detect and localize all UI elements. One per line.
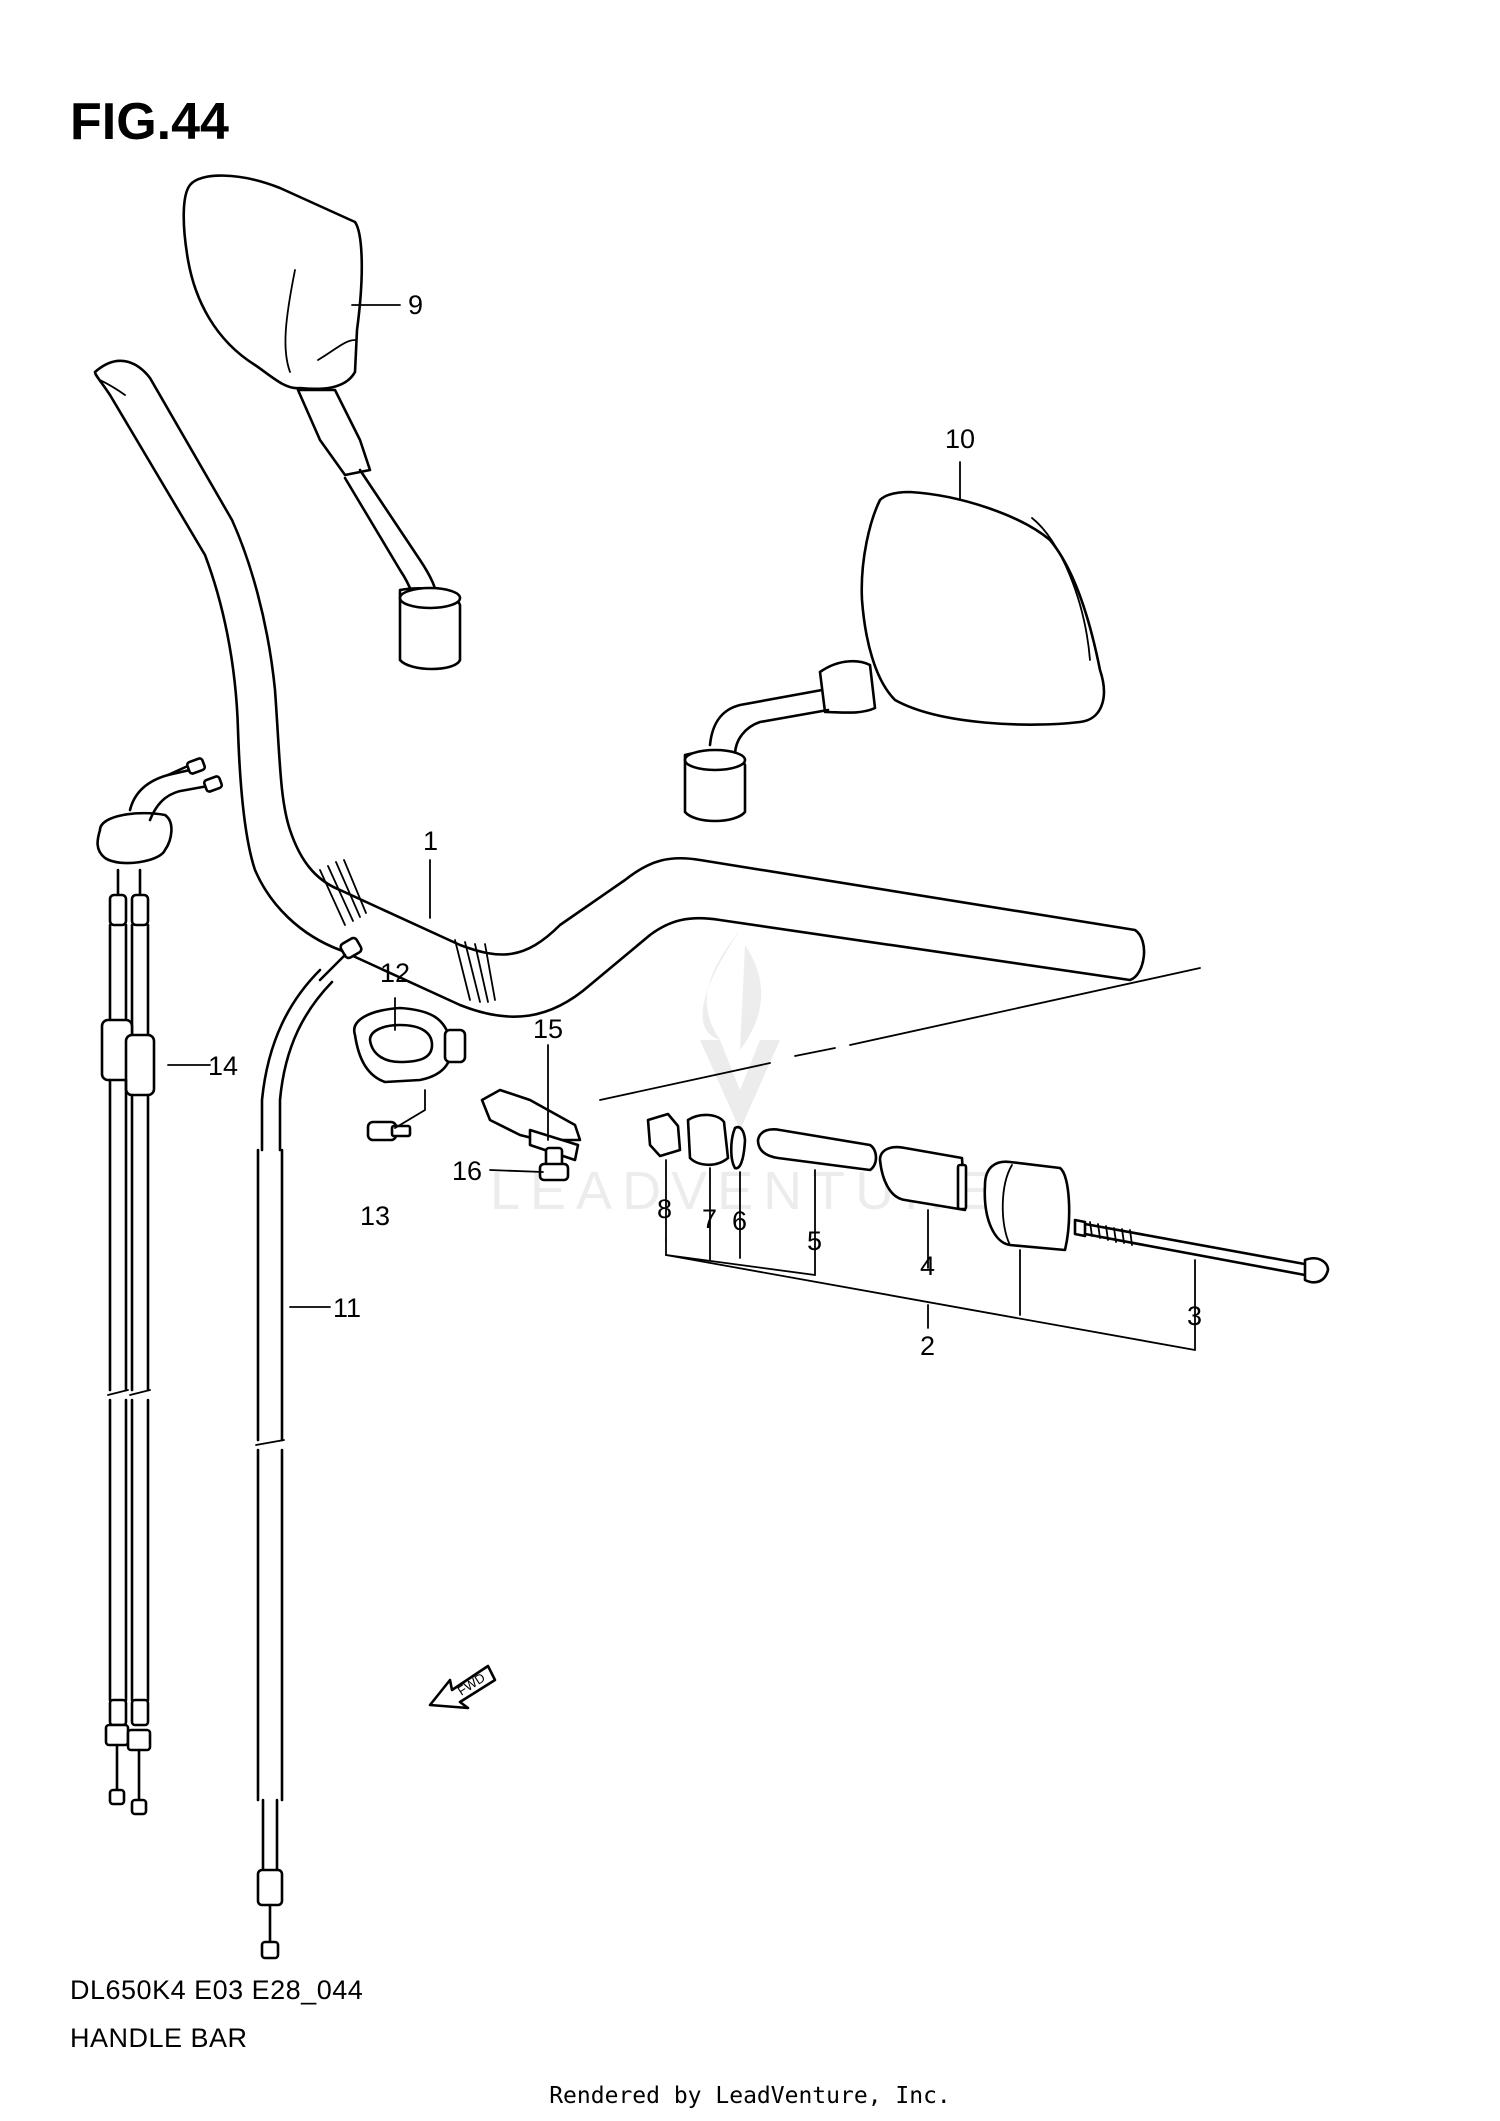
clamp[interactable] bbox=[352, 1006, 467, 1084]
callout-16: 16 bbox=[452, 1156, 482, 1186]
fwd-arrow-icon: FWD bbox=[428, 1664, 497, 1710]
callout-12: 12 bbox=[380, 958, 410, 988]
clutch-cable[interactable] bbox=[255, 936, 363, 1960]
handlebar[interactable] bbox=[93, 359, 1146, 1018]
callout-14: 14 bbox=[208, 1051, 238, 1081]
throttle-cable[interactable] bbox=[96, 757, 224, 1816]
callout-8: 8 bbox=[657, 1194, 672, 1224]
callout-2: 2 bbox=[920, 1331, 935, 1361]
bolt[interactable] bbox=[538, 1146, 570, 1182]
callout-6: 6 bbox=[732, 1206, 747, 1236]
balancer-assembly[interactable] bbox=[599, 967, 1330, 1284]
watermark-logo bbox=[700, 930, 780, 1130]
section-name: HANDLE BAR bbox=[70, 2023, 248, 2053]
leader-lines bbox=[167, 304, 1196, 1351]
screw[interactable] bbox=[366, 1120, 412, 1142]
mirror-right[interactable] bbox=[683, 490, 1106, 823]
handlebar-knurl-left bbox=[319, 859, 367, 926]
callout-11: 11 bbox=[333, 1293, 361, 1323]
callout-10: 10 bbox=[945, 424, 975, 454]
callout-3: 3 bbox=[1187, 1301, 1202, 1331]
callout-9: 9 bbox=[408, 290, 423, 320]
callout-5: 5 bbox=[807, 1226, 822, 1256]
callout-15: 15 bbox=[533, 1014, 563, 1044]
callout-4: 4 bbox=[920, 1251, 935, 1281]
callout-7: 7 bbox=[702, 1204, 717, 1234]
bracket[interactable] bbox=[480, 1088, 582, 1162]
callout-13: 13 bbox=[360, 1201, 390, 1231]
footer-credit: Rendered by LeadVenture, Inc. bbox=[549, 2083, 951, 2109]
model-code: DL650K4 E03 E28_044 bbox=[70, 1975, 364, 2005]
handlebar-knurl-right bbox=[454, 939, 496, 1003]
callout-1: 1 bbox=[423, 826, 438, 856]
figure-title: FIG.44 bbox=[70, 93, 229, 151]
callout-labels: 9 10 1 14 11 12 13 15 16 8 7 6 5 4 2 3 bbox=[208, 290, 1202, 1361]
mirror-left[interactable] bbox=[182, 174, 462, 671]
